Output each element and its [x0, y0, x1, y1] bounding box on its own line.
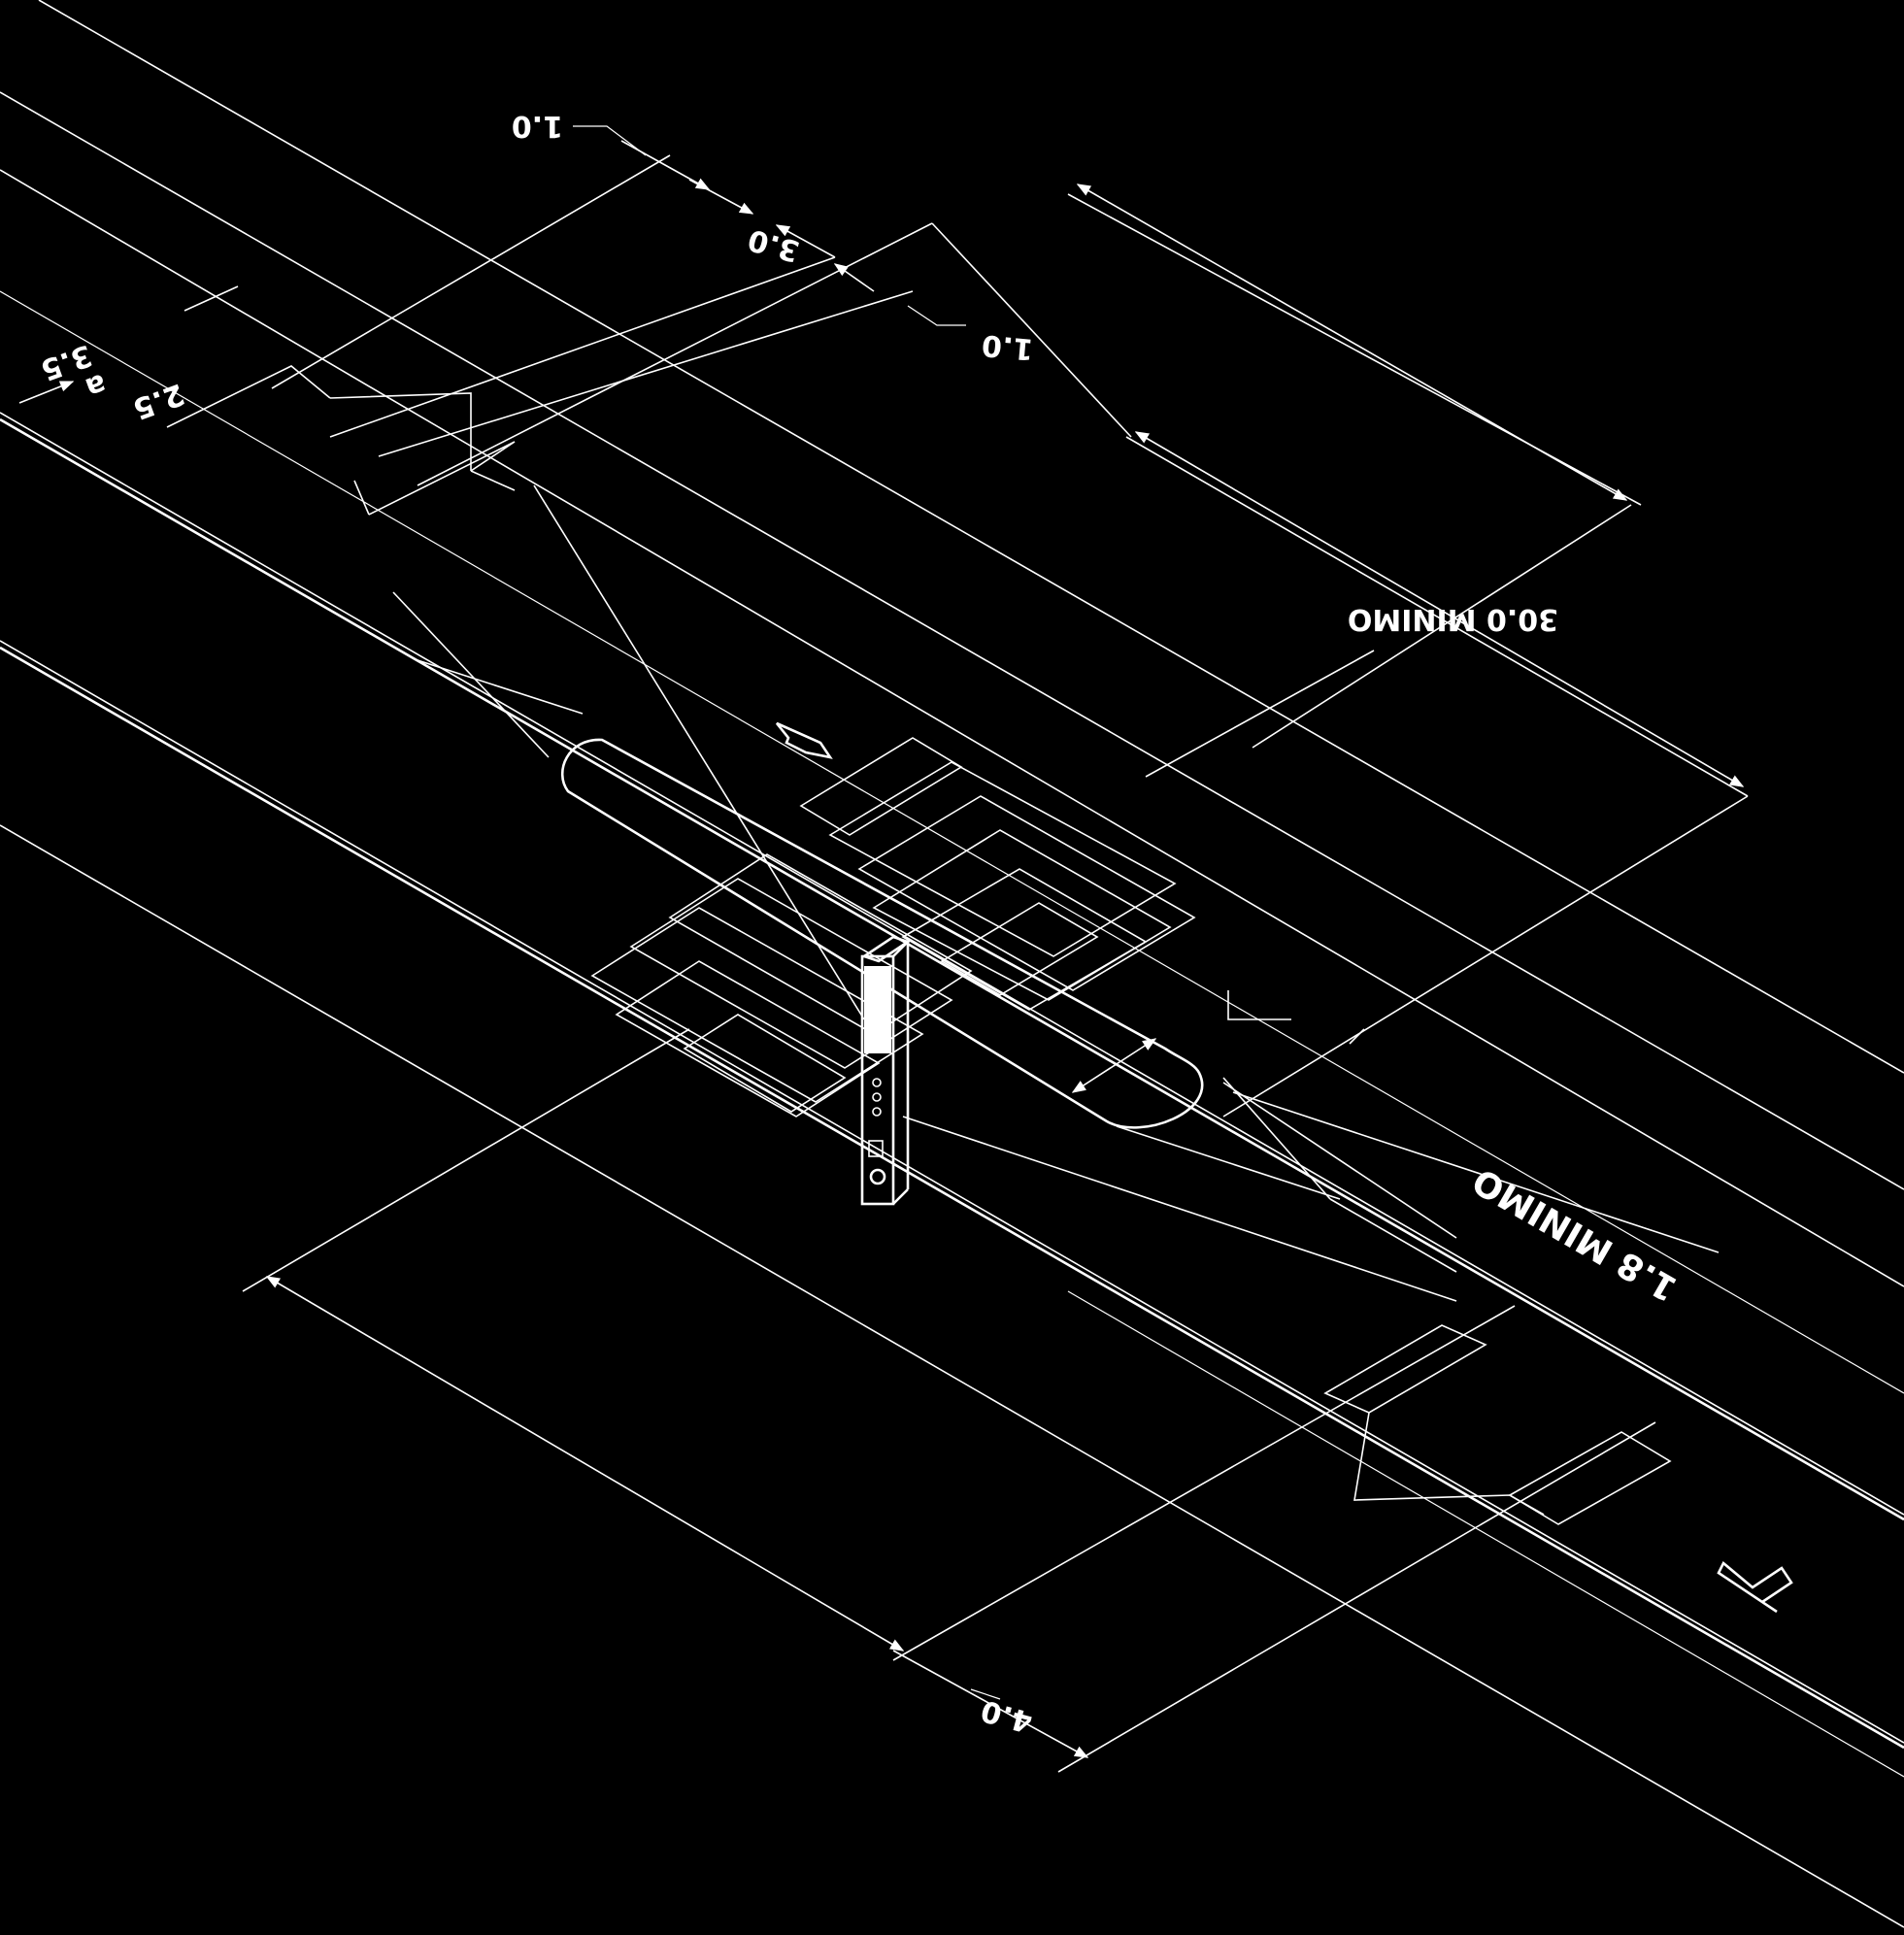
bottom-dimension: [242, 1028, 1656, 1773]
dim-label-top-center: 3.0: [745, 222, 803, 269]
island-width-dimension: [1071, 1038, 1720, 1253]
dim-label-left-mid: a: [81, 366, 111, 405]
dim-label-bottom-right: 4.0: [978, 1693, 1036, 1740]
lower-island-nose: [1227, 990, 1672, 1525]
upper-island-nose: [166, 365, 865, 1020]
dimension-labels: 1.0 3.0 1.0 3.5 a 2.5 30.0 MINIMO 1.8 MI…: [36, 109, 1684, 1739]
top-dimension-chain: [271, 125, 966, 486]
length-dimension: [931, 183, 1749, 1118]
crosswalk-stripes-lower: [590, 853, 973, 1118]
refuge-island: [561, 738, 1457, 1302]
crosswalk-stripes-upper: [799, 737, 1196, 1011]
dim-label-top-right-1: 1.0: [981, 327, 1035, 365]
left-dimension: [18, 285, 239, 404]
traffic-direction-arrow-icon: [775, 721, 1793, 1614]
pedestrian-signal-post-icon: [860, 935, 911, 1206]
dim-label-left-lower: 2.5: [128, 376, 188, 425]
dim-label-length-minimum: 30.0 MINIMO: [1348, 602, 1558, 636]
dim-label-top-left-1: 1.0: [512, 109, 563, 143]
